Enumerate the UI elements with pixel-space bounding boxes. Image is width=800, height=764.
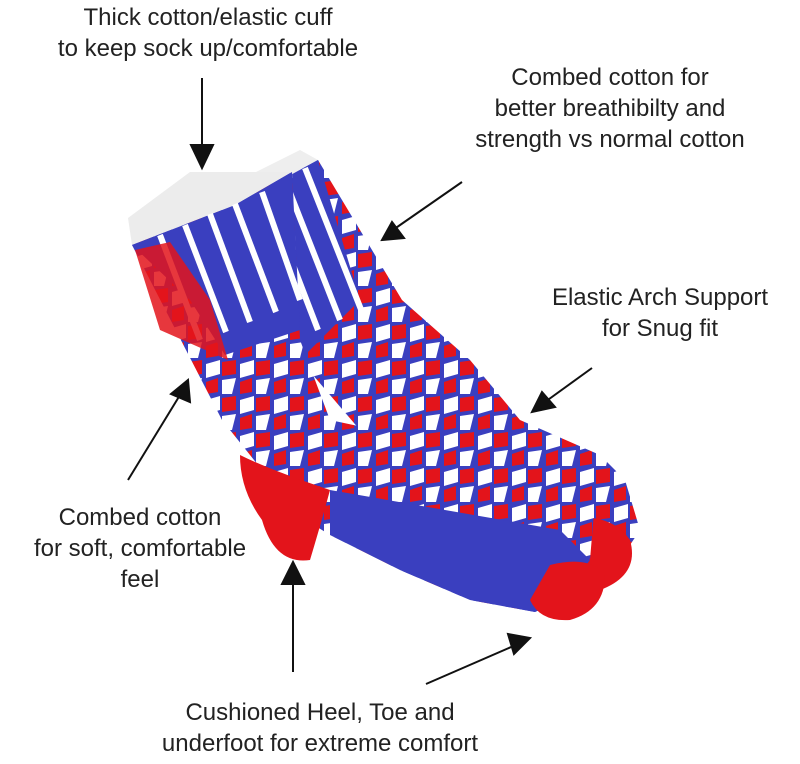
arrow-cuff: [189, 78, 215, 171]
combed-top-line-3: strength vs normal cotton: [475, 126, 745, 153]
combed-soft-line-2: for soft, comfortable: [33, 535, 247, 562]
arrow-combed-top: [380, 181, 463, 242]
cushion-line-2: underfoot for extreme comfort: [161, 730, 479, 757]
arrow-combed-soft: [127, 378, 192, 481]
arrow-cushion-right: [425, 632, 533, 685]
front-sock: [128, 172, 605, 621]
cuff-line-1: Thick cotton/elastic cuff: [83, 4, 333, 31]
arrow-arch: [530, 367, 593, 414]
combed-soft-line-3: feel: [120, 566, 160, 593]
combed-soft-label: Combed cotton for soft, comfortable feel: [10, 502, 270, 595]
arch-line-2: for Snug fit: [601, 315, 719, 342]
arch-label: Elastic Arch Support for Snug fit: [530, 282, 790, 344]
cushion-label: Cushioned Heel, Toe and underfoot for ex…: [140, 697, 500, 759]
cuff-label: Thick cotton/elastic cuff to keep sock u…: [18, 2, 398, 64]
cushion-line-1: Cushioned Heel, Toe and: [185, 699, 455, 726]
combed-top-line-2: better breathibilty and: [494, 95, 726, 122]
combed-top-line-1: Combed cotton for: [511, 64, 709, 91]
combed-soft-line-1: Combed cotton: [58, 504, 222, 531]
cuff-line-2: to keep sock up/comfortable: [57, 35, 359, 62]
combed-top-label: Combed cotton for better breathibilty an…: [440, 62, 780, 155]
arch-line-1: Elastic Arch Support: [551, 284, 769, 311]
arrow-cushion-left: [280, 559, 306, 672]
